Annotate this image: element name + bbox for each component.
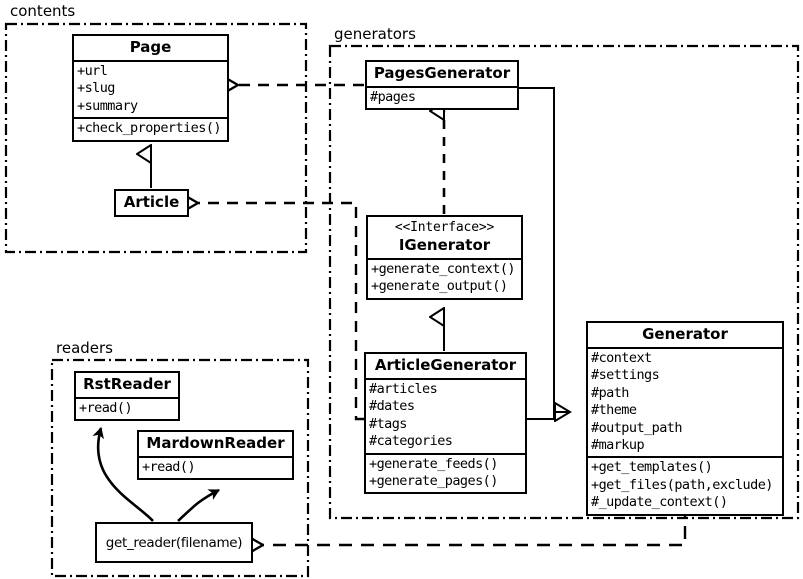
class-methods-article-generator: +generate_feeds() +generate_pages() (366, 452, 525, 493)
attribute-row: #tags (369, 415, 407, 432)
attribute-row: #path (591, 384, 629, 401)
class-title-article-generator: ArticleGenerator (366, 354, 525, 380)
relationship-articlegenerator-depends-article (198, 203, 364, 421)
package-label-generators-text: generators (334, 25, 416, 43)
class-title-page: Page (74, 36, 227, 62)
method-row: +read() (79, 400, 133, 416)
relationship-getreader-returns-mardownreader (177, 488, 220, 522)
class-methods-mardown-reader: +read() (139, 458, 292, 478)
class-methods-rst-reader: +read() (76, 399, 178, 419)
function-box-get-reader[interactable]: get_reader(filename) (95, 522, 253, 563)
relationship-getreader-returns-rstreader (92, 427, 154, 522)
class-box-pages-generator[interactable]: PagesGenerator #pages (365, 60, 519, 111)
class-name-igenerator: IGenerator (398, 236, 491, 254)
class-attributes-generator: #context #settings #path #theme #output_… (588, 349, 782, 456)
class-attributes-article-generator: #articles #dates #tags #categories (366, 380, 525, 453)
package-label-contents-text: contents (10, 2, 76, 20)
attribute-row: #categories (369, 433, 453, 450)
attribute-row: #output_path (591, 419, 682, 436)
method-row: +read() (142, 459, 196, 475)
class-title-pages-generator: PagesGenerator (367, 62, 517, 88)
class-title-igenerator: <<Interface>> IGenerator (368, 217, 521, 260)
class-methods-page: +check_properties() (74, 117, 227, 139)
attribute-row: #theme (591, 402, 637, 419)
method-row: +get_templates() (591, 459, 713, 476)
class-attributes-page: +url +slug +summary (74, 62, 227, 117)
class-methods-igenerator: +generate_context() +generate_output() (368, 260, 521, 298)
attribute-row: #dates (369, 398, 415, 415)
class-title-article: Article (123, 193, 180, 211)
function-label-get-reader: get_reader(filename) (105, 534, 243, 551)
class-box-rst-reader[interactable]: RstReader +read() (74, 371, 180, 422)
class-box-article[interactable]: Article (114, 189, 189, 217)
method-row: +generate_feeds() (369, 455, 498, 472)
attribute-row: +url (77, 63, 108, 79)
attribute-row: #articles (369, 381, 438, 397)
class-title-rst-reader: RstReader (76, 373, 178, 399)
class-box-article-generator[interactable]: ArticleGenerator #articles #dates #tags … (364, 352, 527, 495)
method-row: +generate_output() (371, 278, 508, 295)
relationship-articlegenerator-inherits-generator (527, 411, 570, 420)
class-title-mardown-reader: MardownReader (139, 432, 292, 458)
class-box-igenerator[interactable]: <<Interface>> IGenerator +generate_conte… (366, 215, 523, 300)
package-frame-contents (4, 22, 308, 254)
package-label-generators: generators (332, 25, 418, 43)
method-row: +generate_context() (371, 261, 516, 277)
method-row: +check_properties() (77, 120, 222, 137)
package-label-readers-text: readers (56, 339, 113, 357)
attribute-row: #pages (370, 89, 416, 105)
class-box-mardown-reader[interactable]: MardownReader +read() (137, 430, 294, 481)
attribute-row: #markup (591, 437, 645, 454)
method-row: +generate_pages() (369, 473, 498, 490)
method-row: +get_files(path,exclude) (591, 476, 773, 493)
attribute-row: #context (591, 350, 652, 366)
package-label-contents: contents (8, 2, 78, 20)
attribute-row: +slug (77, 80, 115, 97)
package-label-readers: readers (54, 339, 115, 357)
class-box-page[interactable]: Page +url +slug +summary +check_properti… (72, 34, 229, 142)
attribute-row: +summary (77, 97, 138, 114)
class-stereotype-igenerator: <<Interface>> (394, 220, 495, 235)
package-frame-generators (328, 44, 800, 520)
class-title-generator: Generator (588, 323, 782, 349)
class-methods-generator: +get_templates() +get_files(path,exclude… (588, 456, 782, 513)
attribute-row: #settings (591, 367, 660, 384)
package-frame-readers (50, 358, 310, 578)
method-row: #_update_context() (591, 494, 728, 511)
class-attributes-pages-generator: #pages (367, 88, 517, 108)
class-box-generator[interactable]: Generator #context #settings #path #them… (586, 321, 784, 516)
